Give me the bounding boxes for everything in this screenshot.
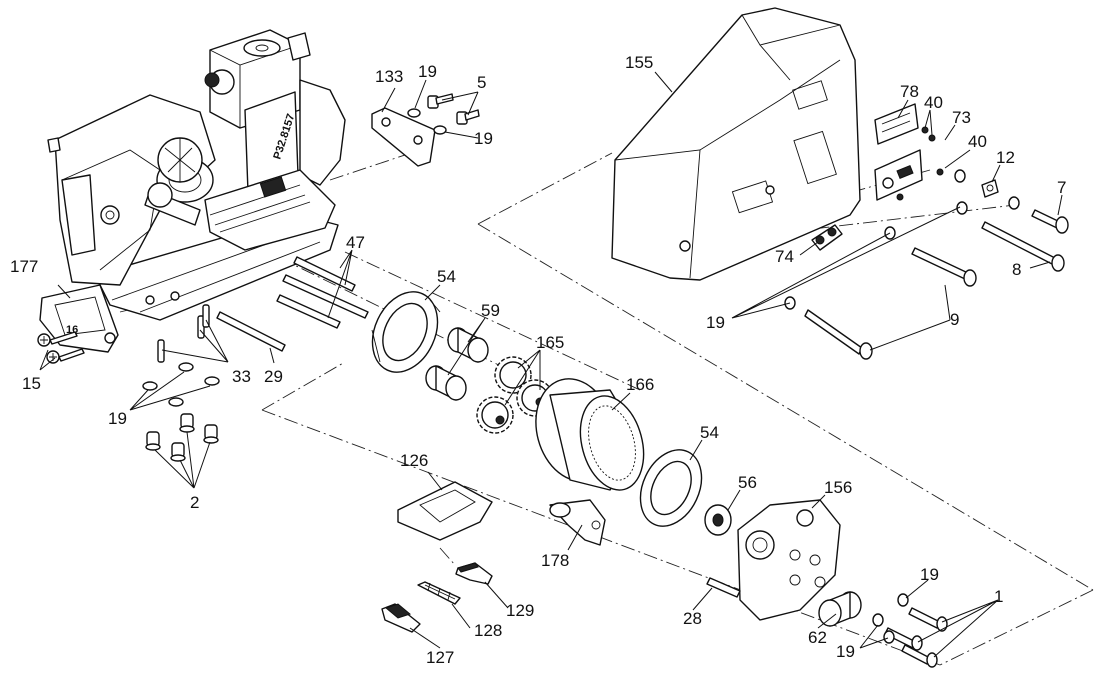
part-78-plate [874, 103, 919, 145]
part-19-washers-bottom-right [872, 593, 909, 644]
part-47-rods [276, 256, 369, 329]
callout-128: 128 [474, 621, 502, 640]
callout-165: 165 [536, 333, 564, 352]
part-133-bracket [371, 107, 436, 167]
callout-8: 8 [1012, 260, 1021, 279]
part-2-screws [145, 413, 219, 462]
callout-19-left: 19 [108, 409, 127, 428]
part-5-screws [427, 93, 480, 125]
callout-15: 15 [22, 374, 41, 393]
part-19-washers-left [142, 362, 220, 407]
part-29-rod [216, 311, 286, 352]
callout-19-top-2: 19 [474, 129, 493, 148]
callout-29: 29 [264, 367, 283, 386]
callout-19-br-2: 19 [836, 642, 855, 661]
callout-labels: 155 78 40 73 40 12 7 8 9 19 74 133 19 5 … [10, 53, 1066, 667]
callout-73: 73 [952, 108, 971, 127]
callout-40-a: 40 [924, 93, 943, 112]
part-12-nut [981, 179, 999, 198]
callout-126: 126 [400, 451, 428, 470]
callout-127: 127 [426, 648, 454, 667]
callout-178: 178 [541, 551, 569, 570]
callout-19-right: 19 [706, 313, 725, 332]
part-74-switch [811, 224, 843, 251]
part-126-frame [397, 481, 493, 541]
part-19-washers-top [407, 108, 447, 135]
callout-62: 62 [808, 628, 827, 647]
main-machine-assembly: P32.8157 [47, 29, 346, 321]
callout-133: 133 [375, 67, 403, 86]
callout-40-b: 40 [968, 132, 987, 151]
part-28-pin [706, 577, 741, 598]
part-7-screw [1031, 209, 1069, 234]
callout-19-br-1: 19 [920, 565, 939, 584]
part-128-insert [417, 581, 461, 605]
callout-156: 156 [824, 478, 852, 497]
part-127-insert [381, 603, 421, 633]
leader-lines [39, 71, 1063, 658]
part-15-screws [37, 331, 85, 364]
callout-78: 78 [900, 82, 919, 101]
callout-9: 9 [950, 310, 959, 329]
part-40-screws [896, 126, 944, 201]
part-62-bushing [818, 591, 862, 627]
callout-28: 28 [683, 609, 702, 628]
callout-1: 1 [994, 587, 1003, 606]
part-177-handle: 16 [39, 284, 119, 353]
callout-74: 74 [775, 247, 794, 266]
part-54-bearing-ring-mid [639, 449, 703, 527]
callout-2: 2 [190, 493, 199, 512]
callout-56: 56 [738, 473, 757, 492]
callout-33: 33 [232, 367, 251, 386]
callout-54-mid: 54 [700, 423, 719, 442]
callout-177: 177 [10, 257, 38, 276]
part-54-bearing-ring-top [371, 291, 441, 373]
callout-129: 129 [506, 601, 534, 620]
part-166-ring-gear [535, 378, 645, 491]
callout-166: 166 [626, 375, 654, 394]
part-178-lever [549, 499, 606, 546]
callout-47: 47 [346, 233, 365, 252]
part-73-plate [874, 149, 923, 201]
part-155-housing [611, 7, 861, 281]
callout-7: 7 [1057, 178, 1066, 197]
part-8-screw [981, 221, 1065, 272]
part-9-screws [804, 247, 977, 360]
part-156-end-plate [737, 499, 841, 621]
callout-54-top: 54 [437, 267, 456, 286]
part-33-pins [157, 304, 210, 363]
part-59-needle-bearings [425, 327, 489, 401]
part-56-washer [704, 504, 732, 536]
callout-155: 155 [625, 53, 653, 72]
callout-5: 5 [477, 73, 486, 92]
part-129-insert [455, 562, 493, 585]
callout-19-top-1: 19 [418, 62, 437, 81]
callout-59: 59 [481, 301, 500, 320]
callout-12: 12 [996, 148, 1015, 167]
